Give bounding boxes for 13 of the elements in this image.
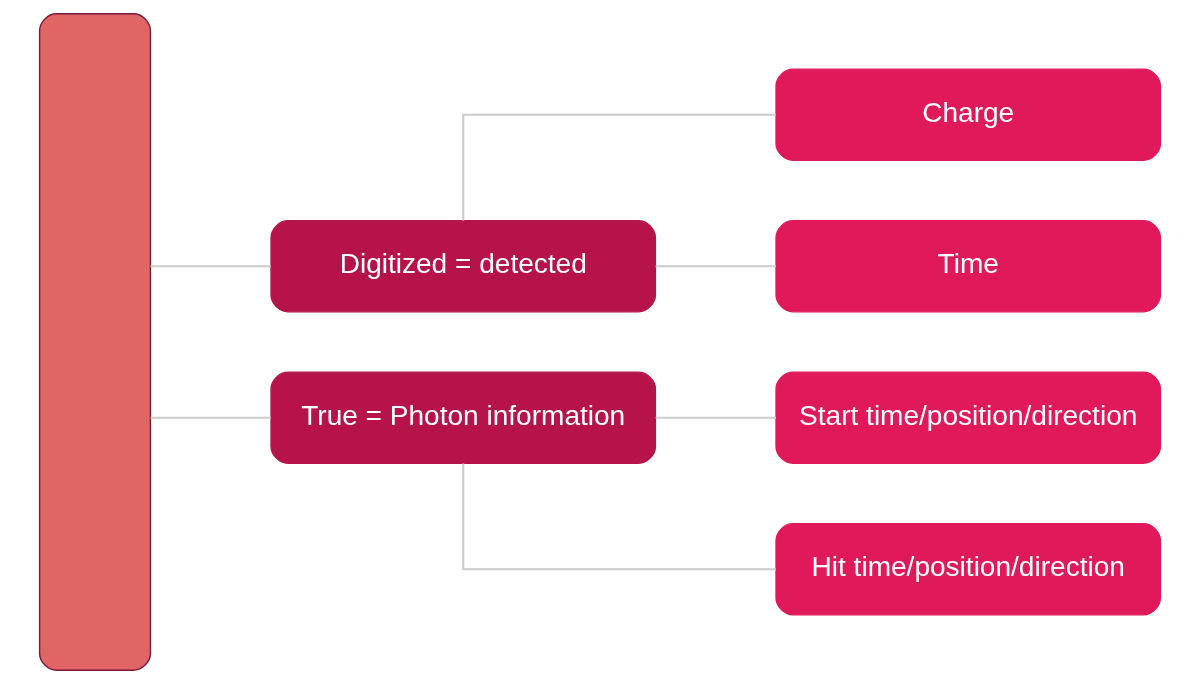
connector [655, 265, 776, 268]
connector [462, 113, 776, 221]
node-box: Start time/position/direction [775, 371, 1162, 465]
connector [655, 416, 776, 419]
connector [150, 265, 271, 268]
node-box: Time [775, 219, 1162, 313]
node-box: Hit time/position/direction [775, 522, 1162, 616]
connector [150, 416, 271, 419]
node-box: Charge [775, 68, 1162, 162]
node-box [38, 13, 152, 671]
node-box: True = Photon information [270, 371, 657, 465]
connector [462, 463, 776, 571]
node-box: Digitized = detected [270, 219, 657, 313]
